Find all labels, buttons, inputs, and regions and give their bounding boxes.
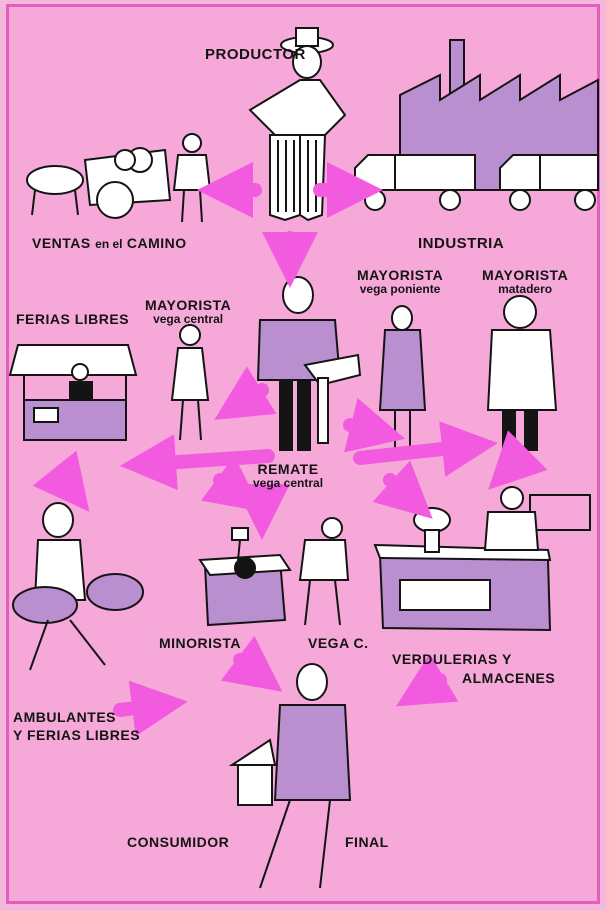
label-industria: INDUSTRIA (418, 235, 505, 252)
mayorista-vp-title: MAYORISTA (357, 267, 444, 283)
arrow-auction-to-matadero (353, 421, 498, 477)
consumer-figure (228, 663, 352, 889)
ventas-en: en el (95, 237, 123, 251)
verdulerias-line-1: VERDULERIAS Y (392, 651, 512, 667)
wholesaler-vega-poniente-figure (378, 305, 427, 448)
label-consumidor: CONSUMIDOR (127, 834, 230, 850)
mayorista-mat-sub: matadero (498, 281, 553, 296)
arrow-auction-to-wholesale-vp (343, 398, 406, 453)
retail-seller-figure (298, 517, 350, 626)
ambulantes-line-2: Y FERIAS LIBRES (13, 726, 141, 743)
label-ferias-libres: FERIAS LIBRES (16, 311, 130, 327)
label-mayorista-matadero: MAYORISTA matadero (482, 268, 568, 295)
mayorista-vp-sub: vega poniente (359, 281, 441, 296)
arrow-verdulerias-to-consumer (395, 653, 459, 707)
label-minorista: MINORISTA (159, 635, 242, 651)
ventas-camino: CAMINO (126, 235, 187, 251)
arrow-to-verdulerias-center (372, 460, 433, 519)
arrow-to-ambulantes (32, 450, 90, 512)
label-vega-c: VEGA C. (308, 635, 369, 651)
producer-figure (248, 27, 347, 222)
label-ambulantes-ferias-libres: AMBULANTES Y FERIAS LIBRES (13, 710, 140, 742)
arrow-auction-to-wholesale-vc (214, 366, 277, 420)
auctioneer-figure (256, 276, 362, 451)
label-verdulerias-almacenes: VERDULERIAS Y ALMACENES (392, 652, 555, 685)
grocery-shop-illustration (373, 494, 591, 632)
mayorista-vc-sub: vega central (153, 311, 224, 326)
label-mayorista-vega-central: MAYORISTA vega central (145, 298, 231, 325)
flow-arrows (32, 162, 548, 737)
market-stall-illustration (8, 344, 138, 441)
verdulerias-line-2: ALMACENES (462, 669, 556, 686)
remate-sub: vega central (253, 475, 324, 490)
truck-right (499, 154, 599, 211)
ventas-main: VENTAS (32, 235, 91, 251)
roadside-vendor-figure (172, 133, 212, 223)
mayorista-mat-title: MAYORISTA (482, 267, 569, 283)
ambulantes-line-1: AMBULANTES (13, 709, 116, 725)
mayorista-vc-title: MAYORISTA (145, 297, 232, 313)
shopkeeper-figure (483, 486, 540, 551)
label-mayorista-vega-poniente: MAYORISTA vega poniente (357, 268, 443, 295)
retail-stall-illustration (198, 527, 292, 627)
street-vendor-figure (12, 502, 144, 671)
label-ventas-en-el-camino: VENTAS en el CAMINO (32, 236, 187, 251)
ox-cart-illustration (26, 147, 172, 219)
butcher-figure (486, 295, 558, 451)
arrow-ambulantes-to-consumer (113, 680, 188, 737)
arrow-to-minorista-left (200, 455, 263, 512)
wholesaler-vega-central-figure (170, 324, 210, 441)
label-remate-vega-central: REMATE vega central (253, 462, 323, 489)
label-final: FINAL (345, 834, 389, 850)
arrow-matadero-to-verdulerias (488, 430, 548, 490)
arrow-minorista-to-consumer (220, 635, 283, 692)
label-productor: PRODUCTOR (205, 46, 306, 63)
truck-left (354, 154, 476, 211)
remate-title: REMATE (257, 461, 319, 477)
arrow-auction-to-ferias (120, 434, 275, 491)
